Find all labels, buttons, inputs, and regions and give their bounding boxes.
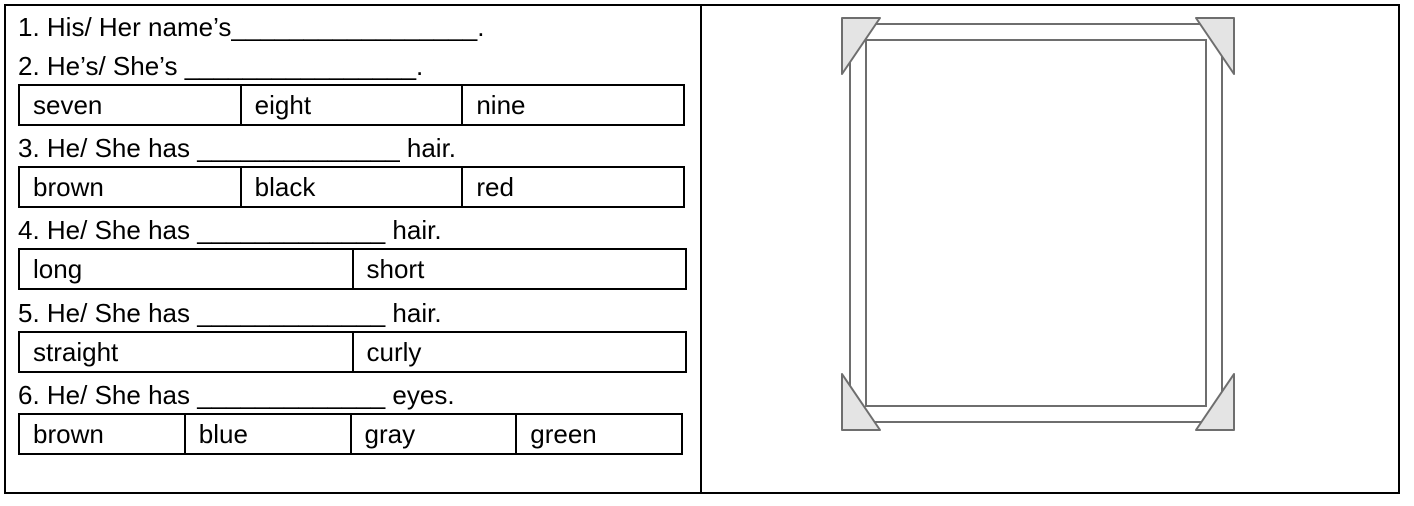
option-cell: black <box>242 168 464 206</box>
option-cell: long <box>20 250 354 288</box>
options-row-3: brown black red <box>18 166 685 208</box>
question-6: 6. He/ She has _____________ eyes. <box>18 380 455 410</box>
option-cell: seven <box>20 86 242 124</box>
option-cell: nine <box>476 90 526 120</box>
option-cell: curly <box>366 337 422 367</box>
option-cell: gray <box>352 415 518 453</box>
question-3: 3. He/ She has ______________ hair. <box>18 133 457 163</box>
option-cell: red <box>476 172 514 202</box>
worksheet-table <box>4 4 1400 494</box>
question-5: 5. He/ She has _____________ hair. <box>18 298 442 328</box>
options-row-4: long short <box>18 248 687 290</box>
option-cell: blue <box>186 415 352 453</box>
option-cell: brown <box>20 168 242 206</box>
question-1: 1. His/ Her name’s_________________. <box>18 12 485 42</box>
options-row-5: straight curly <box>18 331 687 373</box>
question-2: 2. He’s/ She’s ________________. <box>18 51 424 81</box>
option-cell: short <box>366 254 425 284</box>
option-cell: straight <box>20 333 354 371</box>
options-row-6: brown blue gray green <box>18 413 683 455</box>
option-cell: green <box>530 419 597 449</box>
option-cell: eight <box>242 86 464 124</box>
column-divider <box>700 4 702 494</box>
photo-frame-icon <box>841 17 1235 431</box>
option-cell: brown <box>20 415 186 453</box>
options-row-2: seven eight nine <box>18 84 685 126</box>
question-4: 4. He/ She has _____________ hair. <box>18 215 442 245</box>
